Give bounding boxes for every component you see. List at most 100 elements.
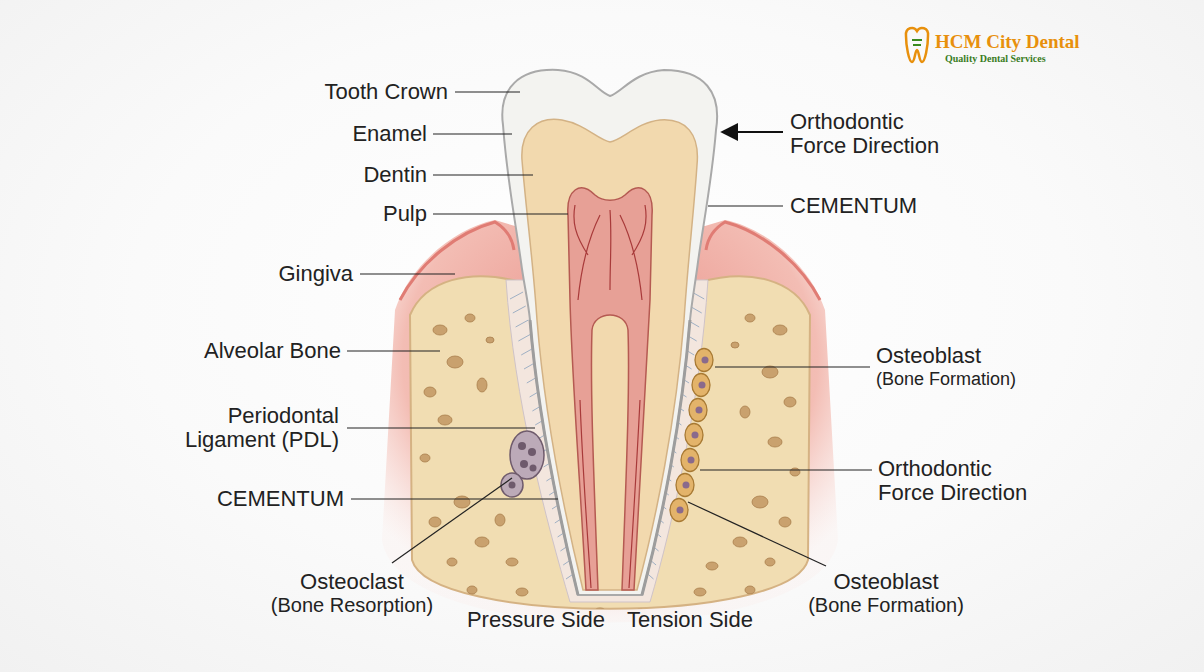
osteoclast-cell <box>528 448 536 456</box>
osteoclast-cell <box>510 431 544 479</box>
leader-line <box>688 502 826 566</box>
part-label: Enamel <box>352 122 427 146</box>
osteoblast-cell <box>695 349 713 372</box>
leader-line <box>392 478 512 563</box>
leader-line <box>347 92 872 566</box>
cell-label: Osteoblast <box>833 570 938 594</box>
cell-label: Osteoblast <box>876 344 981 368</box>
bone-pore <box>424 387 436 397</box>
bone-pore <box>495 514 505 526</box>
osteoblast-cell <box>670 349 713 522</box>
osteoblast-cell <box>689 399 707 422</box>
bone-pore <box>447 558 457 566</box>
bone-pore <box>433 325 447 335</box>
logo-tagline: Quality Dental Services <box>945 54 1046 65</box>
part-label: CEMENTUM <box>217 487 344 511</box>
part-label: Periodontal Ligament (PDL) <box>161 404 339 452</box>
pdl-fiber <box>510 292 523 299</box>
bone-pore <box>465 314 475 322</box>
bone-pore <box>740 406 750 418</box>
osteoblast-cell <box>692 374 710 397</box>
osteoclast-cell <box>530 465 537 472</box>
osteoblast-cell <box>670 499 688 522</box>
bone-pore <box>706 562 718 570</box>
osteoblast-cell <box>681 449 699 472</box>
cell-note: (Bone Resorption) <box>271 595 433 617</box>
part-label: CEMENTUM <box>790 194 917 218</box>
osteoblast-nucleus <box>692 432 699 439</box>
osteoblast-cell <box>685 424 703 447</box>
osteoclast-cell <box>520 460 528 468</box>
bone-pore <box>779 517 791 527</box>
logo-icon <box>906 28 928 62</box>
cell-note: (Bone Formation) <box>876 370 1016 389</box>
bone-pore <box>762 366 778 378</box>
osteoclast-cell <box>501 473 523 497</box>
bone-pore <box>506 558 518 566</box>
osteoclast-cell <box>518 442 526 450</box>
bone-pore <box>784 397 796 407</box>
leader-line <box>360 273 455 274</box>
leader-line <box>351 498 558 499</box>
bone-pore <box>447 356 463 368</box>
osteoblast-cell <box>689 399 707 422</box>
part-label: Pulp <box>383 202 427 226</box>
leader-line <box>433 213 568 214</box>
bone-pore <box>733 537 747 547</box>
leader-line <box>433 133 512 134</box>
bone-pore <box>438 415 452 425</box>
tooth-shape <box>502 70 717 595</box>
logo-icon <box>906 28 928 62</box>
leader-line <box>433 174 533 175</box>
bone-pore <box>731 342 739 348</box>
bone-pore <box>477 378 487 392</box>
osteoclast-cell <box>501 431 544 497</box>
bone-pore <box>420 454 430 462</box>
osteoblast-nucleus <box>696 407 703 414</box>
part-label: Alveolar Bone <box>204 339 341 363</box>
pdl-fiber <box>518 334 531 341</box>
bone-pore <box>752 496 768 508</box>
part-label: Dentin <box>363 163 427 187</box>
osteoclast-cell <box>509 482 516 489</box>
part-label: Gingiva <box>278 262 353 286</box>
logo-name: HCM City Dental <box>935 32 1080 53</box>
bone-pore <box>454 496 470 508</box>
osteoblast-nucleus <box>699 382 706 389</box>
cell-label: Osteoclast <box>300 570 404 594</box>
osteoblast-cell <box>676 474 694 497</box>
side-label: Tension Side <box>627 608 753 632</box>
osteoblast-cell <box>695 349 713 372</box>
bone-pore <box>467 586 477 594</box>
bone-pore <box>516 588 528 596</box>
part-label: Tooth Crown <box>324 80 448 104</box>
bone-pore <box>765 558 775 566</box>
osteoblast-nucleus <box>688 457 695 464</box>
osteoblast-nucleus <box>683 482 690 489</box>
leader-line <box>708 205 783 206</box>
osteoblast-nucleus <box>677 507 684 514</box>
bone-pore <box>745 314 755 322</box>
leader-line <box>700 469 872 470</box>
leader-line <box>455 91 520 92</box>
tooth-shape <box>568 188 652 590</box>
force-label: Orthodontic Force Direction <box>790 110 955 158</box>
bone-pore <box>486 337 494 343</box>
bone-pore <box>694 588 706 596</box>
bone-pore <box>475 537 489 547</box>
osteoblast-cell <box>676 474 694 497</box>
leader-line <box>347 350 440 351</box>
side-label: Pressure Side <box>467 608 605 632</box>
force-arrow <box>722 131 783 133</box>
tooth-shape <box>574 205 646 588</box>
bone-pore <box>429 517 441 527</box>
bone-pore <box>773 325 787 335</box>
osteoblast-cell <box>681 449 699 472</box>
osteoblast-cell <box>685 424 703 447</box>
bone-pore <box>745 586 755 594</box>
osteoblast-cell <box>670 499 688 522</box>
osteoblast-nucleus <box>702 357 709 364</box>
leader-line <box>347 427 535 428</box>
